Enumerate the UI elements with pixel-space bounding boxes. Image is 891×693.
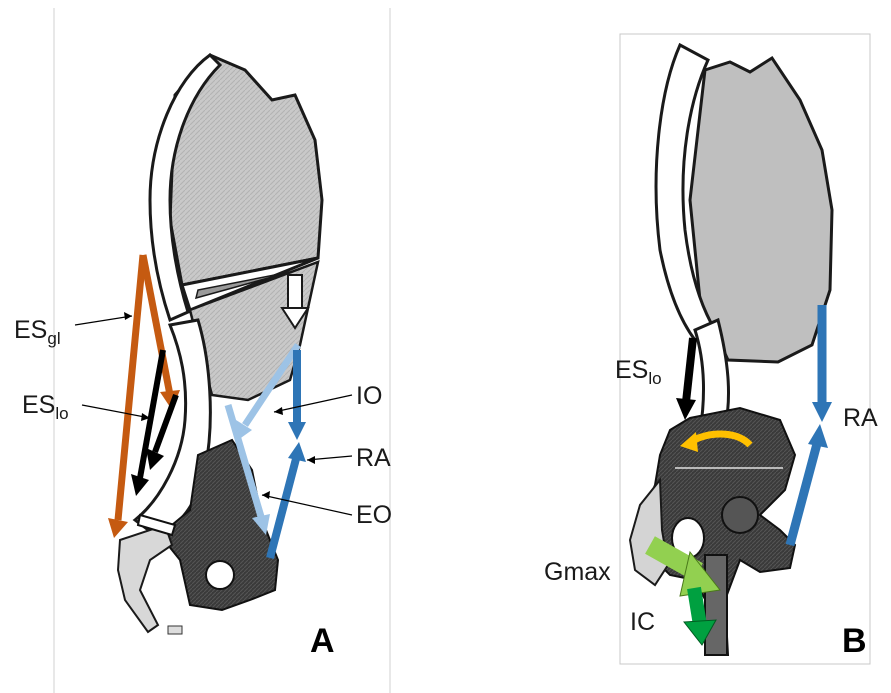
label-io: IO <box>356 382 382 410</box>
pointer-io <box>274 395 352 412</box>
thorax-b <box>690 58 832 362</box>
hip-socket-a <box>206 561 234 589</box>
femur-shaft-b <box>705 555 727 655</box>
panel-letter-b: B <box>842 622 867 660</box>
panel-a: ESgl ESlo IO RA EO A <box>14 8 392 693</box>
pointer-es-gl-head <box>124 312 132 320</box>
label-ra-a: RA <box>356 444 391 472</box>
label-es-lo-a: ESlo <box>22 391 69 423</box>
pointer-ra-a-head <box>307 456 315 464</box>
sacrum-a <box>118 525 172 632</box>
panel-b: ESlo RA Gmax IC B <box>544 34 878 664</box>
panel-letter-a: A <box>310 622 335 660</box>
coccyx-a <box>168 626 182 634</box>
es-lo-arrow-b <box>676 338 696 420</box>
pointer-io-head <box>274 407 283 415</box>
label-eo: EO <box>356 501 392 529</box>
label-gmax: Gmax <box>544 558 611 586</box>
pointer-eo <box>262 495 352 515</box>
label-ic: IC <box>630 608 655 636</box>
pointer-eo-head <box>262 491 270 499</box>
label-es-lo-b: ESlo <box>615 356 662 388</box>
pointer-es-lo <box>82 405 150 418</box>
femur-head-b <box>722 497 758 533</box>
label-ra-b: RA <box>843 404 878 432</box>
pointer-es-gl <box>75 316 132 325</box>
